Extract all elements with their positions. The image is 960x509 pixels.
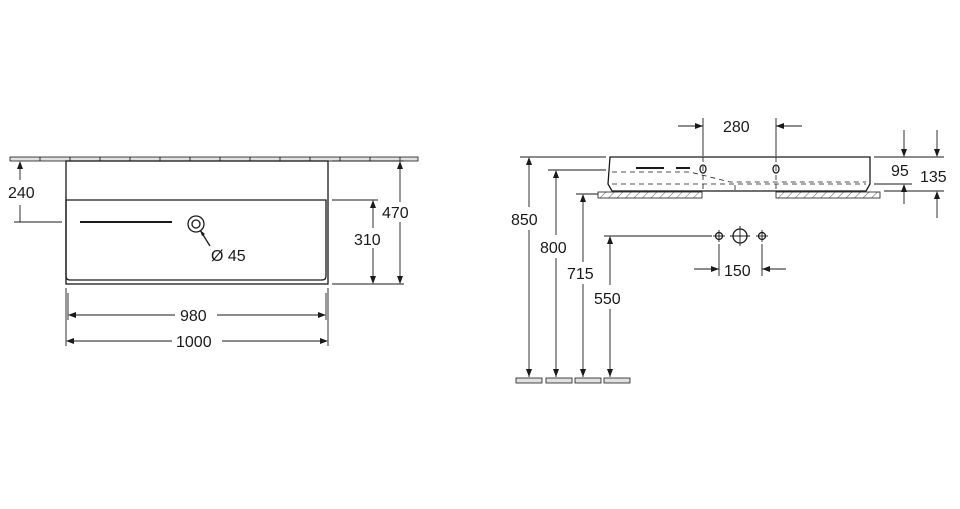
- dim-470-310-lines: [332, 160, 404, 285]
- dim-800-label: 800: [540, 240, 567, 257]
- front-view: Ø 45 240 470 310: [8, 156, 419, 351]
- dim-150-lines: [694, 244, 786, 276]
- tap-holes-icon: [713, 226, 768, 246]
- dim-980-label: 980: [180, 308, 207, 325]
- side-basin-outline: [607, 156, 871, 192]
- dim-135-label: 135: [920, 169, 947, 186]
- dim-240-label: 240: [8, 185, 35, 202]
- side-counter-right: [775, 191, 881, 199]
- dim-95-135-lines: [874, 130, 944, 218]
- dim-470-label: 470: [382, 205, 409, 222]
- side-view: 280: [511, 118, 947, 384]
- drain-diameter-label: Ø 45: [211, 248, 246, 265]
- dim-95-label: 95: [891, 163, 909, 180]
- drain-hole-icon: [187, 215, 211, 247]
- dim-240-lines: [14, 161, 62, 223]
- dim-550-label: 550: [594, 291, 621, 308]
- dim-1000-label: 1000: [176, 334, 212, 351]
- floor-blocks: [515, 377, 631, 384]
- dim-150-label: 150: [724, 263, 751, 280]
- side-counter-left: [597, 191, 703, 199]
- dim-280-label: 280: [723, 119, 750, 136]
- front-basin-outline: [65, 160, 329, 285]
- dim-980-1000-lines: [65, 288, 329, 346]
- dim-280-lines: [678, 118, 802, 156]
- front-wall-strip: [9, 156, 419, 162]
- dim-850-label: 850: [511, 212, 538, 229]
- dim-715-label: 715: [567, 266, 594, 283]
- height-dim-lines: [520, 156, 712, 377]
- dim-310-label: 310: [354, 232, 381, 249]
